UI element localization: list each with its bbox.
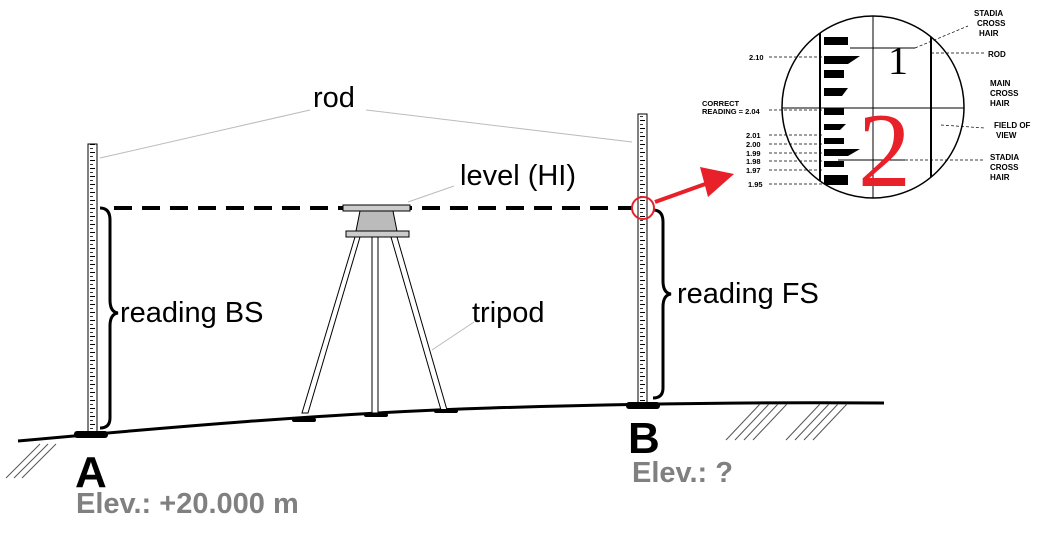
svg-text:2.10: 2.10 — [749, 53, 764, 62]
svg-text:1.95: 1.95 — [748, 180, 763, 189]
main-cross-hair-label: MAIN CROSS HAIR — [990, 79, 1019, 108]
rod-a — [74, 143, 108, 438]
rod-label: ROD — [988, 50, 1006, 59]
svg-text:1.99: 1.99 — [746, 149, 761, 158]
svg-text:STADIA: STADIA — [990, 153, 1019, 162]
svg-text:2.00: 2.00 — [746, 140, 761, 149]
label-elevation-b: Elev.: ? — [632, 457, 733, 489]
label-level: level (HI) — [460, 160, 576, 192]
label-tripod: tripod — [472, 297, 545, 329]
level-instrument — [342, 204, 411, 238]
inset-digit-2: 2 — [858, 92, 911, 209]
svg-text:MAIN: MAIN — [990, 79, 1011, 88]
svg-text:CROSS: CROSS — [990, 163, 1019, 172]
inset-leaders — [769, 25, 986, 185]
svg-text:CROSS: CROSS — [990, 89, 1019, 98]
svg-text:HAIR: HAIR — [979, 29, 999, 38]
correct-reading-label: CORRECT READING = 2.04 — [702, 99, 761, 116]
svg-text:HAIR: HAIR — [990, 99, 1010, 108]
svg-text:1.97: 1.97 — [746, 166, 761, 175]
brace-bs — [99, 206, 119, 430]
field-of-view-label: FIELD OF VIEW — [994, 121, 1031, 140]
tripod-feet — [292, 409, 458, 422]
ground-line — [17, 401, 885, 443]
svg-text:STADIA: STADIA — [974, 9, 1003, 18]
stadia-top-label: STADIA CROSS HAIR — [974, 9, 1006, 38]
rod-reading-values: 2.10 2.01 2.00 1.99 1.98 1.97 1.95 — [746, 53, 764, 189]
label-reading-bs: reading BS — [120, 297, 264, 329]
brace-fs — [652, 208, 672, 400]
svg-text:VIEW: VIEW — [996, 131, 1017, 140]
label-elevation-a: Elev.: +20.000 m — [76, 488, 299, 520]
ground-hatch-right-2 — [785, 403, 848, 441]
label-reading-fs: reading FS — [677, 278, 819, 310]
svg-text:FIELD OF: FIELD OF — [994, 121, 1031, 130]
label-point-a: A — [75, 448, 107, 497]
reading-highlight-circle — [631, 196, 655, 220]
field-of-view-inset: 1 2 — [781, 15, 965, 209]
svg-text:2.01: 2.01 — [746, 131, 761, 140]
zoom-arrow-head — [700, 167, 734, 197]
leader-lines — [99, 109, 633, 351]
label-point-b: B — [628, 414, 660, 463]
svg-text:READING = 2.04: READING = 2.04 — [702, 107, 761, 116]
ground-hatch-right-1 — [725, 403, 788, 441]
tripod — [301, 236, 448, 414]
svg-text:1.98: 1.98 — [746, 157, 761, 166]
label-rod: rod — [313, 82, 355, 114]
svg-text:HAIR: HAIR — [990, 173, 1010, 182]
rod-b — [626, 113, 660, 409]
svg-text:CORRECT: CORRECT — [702, 99, 740, 108]
svg-text:CROSS: CROSS — [977, 19, 1006, 28]
ground-hatch-left — [5, 443, 57, 479]
zoom-arrow-shaft — [654, 181, 709, 204]
inset-digit-1: 1 — [888, 38, 908, 83]
rod-graduation-marks — [824, 37, 860, 185]
stadia-bottom-label: STADIA CROSS HAIR — [990, 153, 1019, 182]
